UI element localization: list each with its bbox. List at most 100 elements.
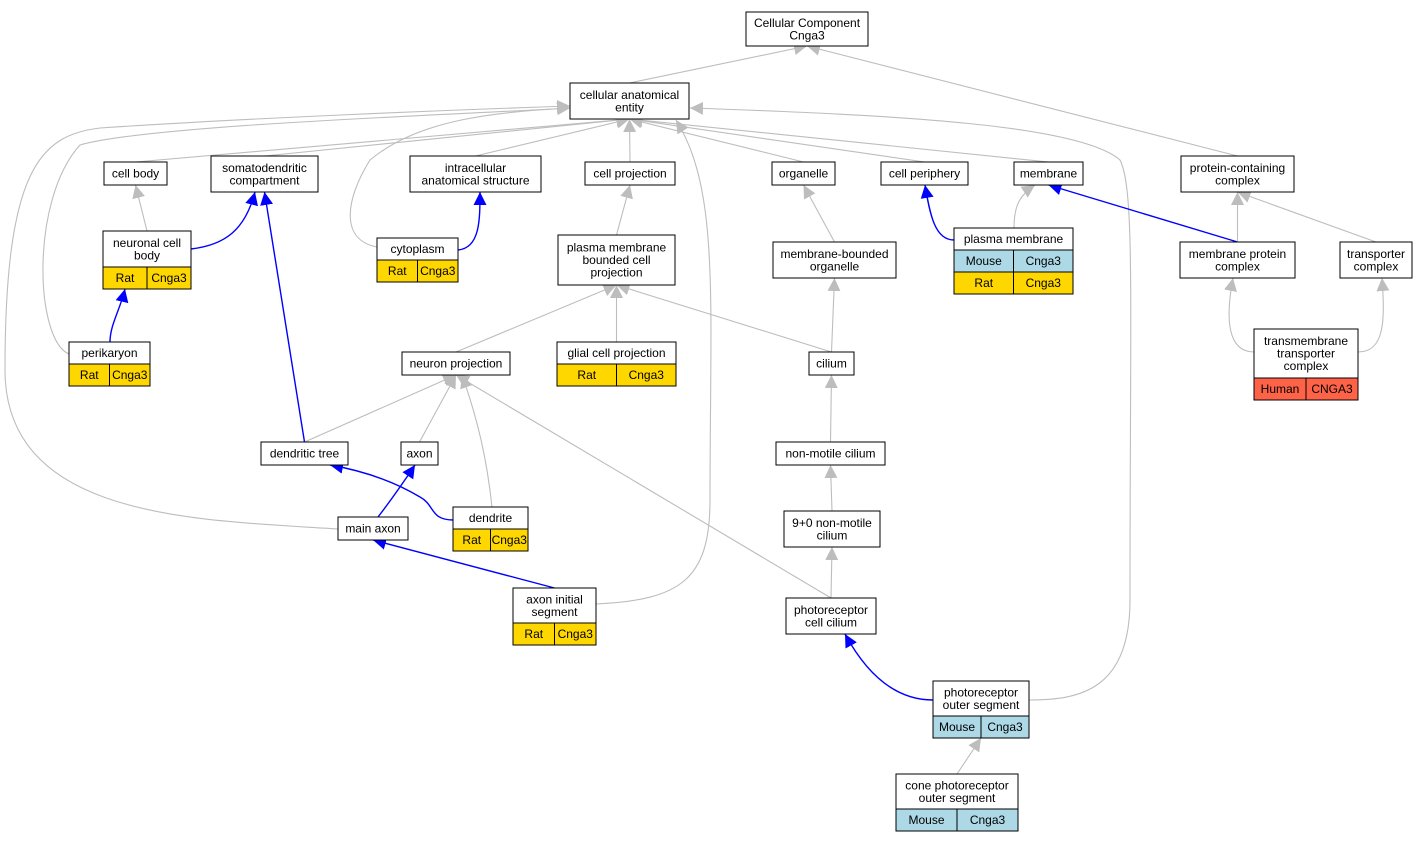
gene-label: Cnga3 <box>558 627 594 641</box>
node-box <box>210 155 319 193</box>
edge-mainaxon-to-cae <box>4 99 571 530</box>
gene-cell <box>417 259 459 283</box>
edge-neuronalbody-to-somato <box>190 191 258 250</box>
edge-cone-to-pros <box>956 737 982 775</box>
edge-plasmamem-to-periphery <box>920 184 955 241</box>
node-box <box>409 155 542 193</box>
node-box <box>783 510 881 548</box>
edge-tmtc-to-memprot <box>1224 277 1255 353</box>
node-membrane[interactable]: membrane <box>1013 161 1084 186</box>
edge-dendtree-to-somato <box>260 191 306 443</box>
edge-transporter-to-protcomplex <box>1237 190 1377 243</box>
gene-cell <box>980 715 1030 739</box>
edge-organelle-to-cae <box>629 115 804 163</box>
edge-cytoplasm-to-intra <box>457 191 487 251</box>
node-axon[interactable]: axon <box>400 441 439 466</box>
species-label: Rat <box>462 533 481 547</box>
gene-cell <box>1013 271 1074 295</box>
edge-cilium-to-mbo <box>827 277 841 353</box>
node-neuronproj[interactable]: neuron projection <box>401 351 511 376</box>
edge-axon-to-neuronproj <box>419 374 457 443</box>
edge-neuronalbody-to-cellbody <box>132 184 148 232</box>
node-label: cell body <box>112 167 159 181</box>
gene-label: Cnga3 <box>151 271 187 285</box>
node-label: cytoplasm <box>390 242 444 256</box>
node-label: membrane protein <box>1189 247 1286 261</box>
node-box <box>745 11 869 47</box>
node-mainaxon[interactable]: main axon <box>337 516 409 541</box>
node-periphery[interactable]: cell periphery <box>880 161 969 186</box>
node-organelle[interactable]: organelle <box>771 161 836 186</box>
species-label: Rat <box>388 264 407 278</box>
node-label: non-motile cilium <box>785 447 875 461</box>
node-box <box>1339 241 1413 279</box>
edge-mbo-to-organelle <box>803 184 835 243</box>
node-dendtree[interactable]: dendritic tree <box>260 441 349 466</box>
edge-pros-to-prcilium <box>844 633 934 701</box>
node-label: cilium <box>816 357 847 371</box>
edge-perikaryon-to-cae <box>42 102 571 355</box>
gene-label: Cnga3 <box>987 720 1023 734</box>
gene-label: Cnga3 <box>629 368 665 382</box>
node-label: perikaryon <box>81 346 137 360</box>
node-label: axon initial <box>526 592 583 606</box>
gene-cell <box>490 528 529 552</box>
node-cellproj[interactable]: cell projection <box>584 161 676 186</box>
node-label: complex <box>1215 173 1260 187</box>
node-box <box>785 597 877 635</box>
node-label: transmembrane <box>1264 334 1348 348</box>
edge-mainaxon-to-axon <box>377 464 416 518</box>
node-label: membrane-bounded <box>780 247 888 261</box>
edge-memprot-to-membrane <box>1048 182 1238 243</box>
node-label: transporter <box>1347 247 1405 261</box>
edge-cilium-to-pmbcp <box>616 282 832 353</box>
node-cilium[interactable]: cilium <box>808 351 855 376</box>
node-cellbody[interactable]: cell body <box>103 161 168 186</box>
species-label: Human <box>1261 382 1300 396</box>
node-box <box>1179 241 1296 279</box>
node-label: cone photoreceptor <box>905 778 1008 792</box>
node-label: entity <box>615 100 644 114</box>
edge-dendrite-to-dendtree <box>329 460 454 521</box>
node-label: 9+0 non-motile <box>792 516 872 530</box>
node-box <box>557 234 676 286</box>
edge-ais-to-cae <box>595 119 712 605</box>
node-label: intracellular <box>445 161 506 175</box>
node-label: outer segment <box>919 791 996 805</box>
gene-label: Cnga3 <box>970 813 1006 827</box>
gene-cell <box>146 266 192 290</box>
node-box <box>1180 155 1295 193</box>
node-nonmotile[interactable]: non-motile cilium <box>775 441 886 466</box>
edge-membrane-to-cae <box>629 113 1049 163</box>
node-box <box>569 82 690 120</box>
species-label: Mouse <box>966 254 1002 268</box>
gene-label: Cnga3 <box>420 264 456 278</box>
edge-cae-to-root <box>629 42 808 84</box>
node-label: cellular anatomical <box>580 88 679 102</box>
edge-dendtree-to-neuronproj <box>304 374 457 443</box>
node-label: bounded cell <box>582 253 650 267</box>
edge-cellbody-to-cae <box>135 113 630 163</box>
